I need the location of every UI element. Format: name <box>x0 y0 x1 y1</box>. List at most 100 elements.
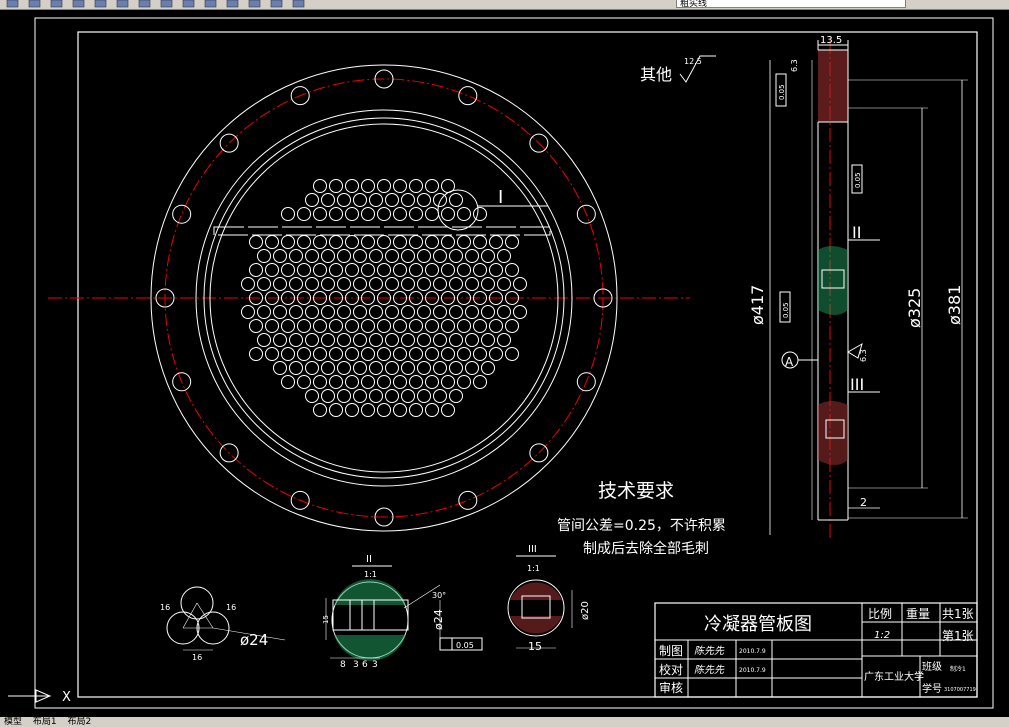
tube-hole <box>465 333 479 347</box>
tool-palette-icon[interactable] <box>248 0 261 8</box>
tube-hole <box>433 361 447 375</box>
tube-hole <box>289 277 303 291</box>
tube-hole <box>473 263 487 277</box>
tube-hole <box>321 305 335 319</box>
tube-hole <box>313 179 327 193</box>
drawing-canvas[interactable]: I 其他 12.5 技术要求 管间公差=0.25，不许积累 制成后去除全部毛刺 … <box>0 10 1009 717</box>
properties-icon[interactable] <box>204 0 217 8</box>
tube-hole <box>409 347 423 361</box>
layer-state-icon[interactable] <box>292 0 305 8</box>
tube-hole <box>305 361 319 375</box>
design-center-icon[interactable] <box>226 0 239 8</box>
tube-hole <box>393 179 407 193</box>
tube-hole <box>505 263 519 277</box>
tube-hole <box>345 235 359 249</box>
tube-hole <box>281 235 295 249</box>
tube-hole <box>425 235 439 249</box>
tube-hole <box>281 319 295 333</box>
zoom-realtime-icon[interactable] <box>138 0 151 8</box>
dim-d417: ø417 <box>748 285 767 325</box>
copy-icon[interactable] <box>50 0 63 8</box>
tube-hole <box>249 319 263 333</box>
tube-hole <box>273 361 287 375</box>
tab-layout1[interactable]: 布局1 <box>32 717 57 727</box>
tube-hole <box>393 291 407 305</box>
ucs-x-label: X <box>62 690 71 705</box>
tube-hole <box>497 333 511 347</box>
tube-hole <box>449 333 463 347</box>
redo-icon[interactable] <box>28 0 41 8</box>
tube-hole <box>313 207 327 221</box>
detail-iii-scale: 1:1 <box>527 564 540 573</box>
tube-hole <box>281 291 295 305</box>
tube-hole <box>425 347 439 361</box>
bolt-hole <box>458 86 478 106</box>
paste-icon[interactable] <box>72 0 85 8</box>
tube-hole <box>369 305 383 319</box>
dim-gap-2: 2 <box>860 496 867 509</box>
tube-hole <box>265 347 279 361</box>
tube-hole <box>345 403 359 417</box>
tube-hole <box>273 277 287 291</box>
drawn-label: 制图 <box>659 644 683 658</box>
match-icon[interactable] <box>94 0 107 8</box>
tube-hole <box>385 333 399 347</box>
tube-hole <box>297 263 311 277</box>
tube-hole <box>377 347 391 361</box>
tube-hole <box>497 277 511 291</box>
tube-hole <box>481 361 495 375</box>
tube-hole <box>265 235 279 249</box>
detail-bolt-pattern: 16 16 16 ø24 <box>160 586 286 662</box>
tol-perpendicularity: 0.05 <box>854 172 862 188</box>
zoom-previous-icon[interactable] <box>182 0 195 8</box>
detail-ii-angle: 30° <box>432 591 446 600</box>
tube-hole <box>473 235 487 249</box>
pan-icon[interactable] <box>116 0 129 8</box>
tube-hole <box>457 347 471 361</box>
tol-flatness: 0.05 <box>778 84 786 100</box>
tech-req-line2: 制成后去除全部毛刺 <box>583 540 709 557</box>
tube-hole <box>377 207 391 221</box>
tube-hole <box>401 389 415 403</box>
tube-hole <box>449 277 463 291</box>
undo-icon[interactable] <box>6 0 19 8</box>
zoom-window-icon[interactable] <box>160 0 173 8</box>
title-block: 冷凝器管板图 比例 重量 共1张 第1张 1:2 制图 陈先先 2010.7.9… <box>654 602 978 698</box>
detail-iii-title: III <box>528 544 537 555</box>
bolt-hole <box>576 372 596 392</box>
layer-dropdown[interactable]: 粗实线 <box>676 0 906 8</box>
tube-hole <box>337 305 351 319</box>
tube-hole <box>281 263 295 277</box>
tube-hole <box>385 361 399 375</box>
tube-hole <box>329 319 343 333</box>
layer-icon[interactable] <box>270 0 283 8</box>
tube-hole <box>321 361 335 375</box>
view-i-label: I <box>498 187 503 208</box>
tube-hole <box>273 333 287 347</box>
tube-hole <box>441 207 455 221</box>
tube-hole <box>393 375 407 389</box>
tube-hole <box>449 249 463 263</box>
dim-16-bottom: 16 <box>192 653 202 662</box>
tube-hole <box>321 193 335 207</box>
tube-hole <box>441 263 455 277</box>
tube-hole <box>401 305 415 319</box>
tab-layout2[interactable]: 布局2 <box>67 717 92 727</box>
tube-hole <box>369 389 383 403</box>
tube-hole <box>329 291 343 305</box>
tube-hole <box>457 263 471 277</box>
tube-hole <box>401 249 415 263</box>
tube-hole <box>425 179 439 193</box>
tube-hole <box>441 291 455 305</box>
school-name: 广东工业大学 <box>864 670 924 683</box>
tube-hole <box>337 277 351 291</box>
layer-name: 粗实线 <box>680 0 708 8</box>
tube-hole <box>457 235 471 249</box>
tube-hole <box>241 277 255 291</box>
detail-ii-dim-1: 8 <box>340 660 346 670</box>
tube-hole <box>409 319 423 333</box>
tube-hole <box>473 207 487 221</box>
tube-hole <box>385 305 399 319</box>
tab-model[interactable]: 模型 <box>4 717 23 727</box>
tube-hole <box>441 235 455 249</box>
